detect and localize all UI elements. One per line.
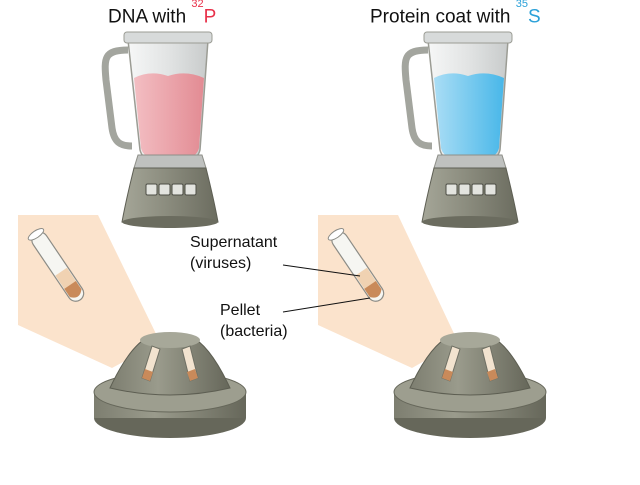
title-dna-32p: DNA with 32P: [108, 0, 217, 28]
isotope-symbol: S: [528, 6, 541, 28]
pellet-label-line1: Pellet: [220, 302, 261, 319]
pellet-label-line2: (bacteria): [220, 323, 288, 340]
blender-foot: [422, 216, 518, 228]
supernatant-label-line2: (viruses): [190, 255, 252, 272]
isotope-mass: 32: [191, 0, 204, 10]
centrifuge-tube: [481, 345, 499, 382]
pellet-leader-line: [282, 297, 371, 313]
centrifuge-right: [393, 332, 547, 438]
centrifuge-left: [93, 332, 247, 438]
isotope-symbol: P: [203, 6, 217, 28]
blender-buttons: [445, 183, 497, 196]
supernatant-label-line1: Supernatant: [190, 234, 278, 251]
centrifuge-tube: [441, 345, 461, 382]
blender-foot: [122, 216, 218, 228]
blender-right: [401, 31, 519, 228]
centrifuge-tube: [141, 345, 161, 382]
title-prefix: Protein coat with: [370, 6, 516, 28]
centrifuge-tube: [181, 345, 199, 382]
liquid-protein-35s: [434, 73, 504, 157]
pellet-label: Pellet (bacteria): [220, 300, 288, 342]
blender-buttons: [145, 183, 197, 196]
liquid-dna-32p: [134, 73, 204, 157]
blender-lid: [423, 31, 513, 44]
title-protein-35s: Protein coat with 35S: [370, 0, 541, 28]
blender-left: [101, 31, 219, 228]
test-tube-right: [327, 228, 385, 302]
supernatant-label: Supernatant (viruses): [190, 232, 277, 274]
blender-lid: [123, 31, 213, 44]
blender-handle: [101, 46, 133, 150]
isotope-mass: 35: [515, 0, 528, 10]
title-prefix: DNA with: [108, 6, 192, 28]
blender-collar: [133, 154, 207, 169]
test-tube-left: [27, 228, 85, 302]
supernatant-leader-line: [282, 264, 361, 277]
blender-collar: [433, 154, 507, 169]
blender-handle: [401, 46, 433, 150]
